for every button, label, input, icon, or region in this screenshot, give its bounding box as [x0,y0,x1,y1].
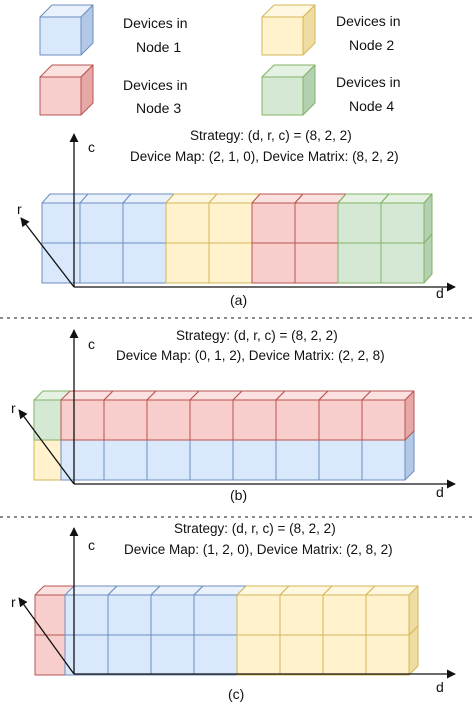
panel-a-r-axis [20,217,75,288]
panel-c-r-axis [18,597,75,675]
panel-a-caption: (a) [230,292,247,308]
device-cube [361,390,415,441]
legend-cube-node-4 [261,64,316,116]
device-cube [380,193,433,244]
panel-c-caption: (c) [228,686,244,702]
panel-c-r-label: r [11,594,16,610]
panel-c-cubes [34,585,419,676]
legend-cube [39,64,94,116]
panel-b-caption: (b) [230,487,247,503]
panel-a-cubes [41,193,433,284]
panel-c: Strategy: (d, r, c) = (8, 2, 2) Device M… [11,521,456,702]
legend-label-node-4-line1: Devices in [336,74,401,90]
legend-label-node-1-line2: Node 1 [136,39,181,55]
legend-cube-node-3 [39,64,94,116]
panel-a-c-label: c [88,139,95,155]
device-cube [251,193,304,244]
panel-c-device-map: Device Map: (1, 2, 0), Device Matrix: (2… [124,542,393,557]
legend-cube [261,4,316,56]
panel-a-d-label: d [436,285,444,301]
legend-label-node-3-line2: Node 3 [136,100,181,116]
panel-a: Strategy: (d, r, c) = (8, 2, 2) Device M… [17,128,456,308]
legend-label-node-1-line1: Devices in [123,15,188,31]
panel-b-c-label: c [88,336,95,352]
panel-b-r-axis [18,409,75,485]
legend-label-node-3-line1: Devices in [123,77,188,93]
panel-b-r-label: r [11,400,16,416]
panel-b-strategy: Strategy: (d, r, c) = (8, 2, 2) [176,328,338,343]
legend-label-node-2-line1: Devices in [336,13,401,29]
legend-cube [261,64,316,116]
panel-b-cubes [33,390,415,481]
panel-a-strategy: Strategy: (d, r, c) = (8, 2, 2) [190,128,352,143]
panel-c-strategy: Strategy: (d, r, c) = (8, 2, 2) [174,521,336,536]
panel-b-device-map: Device Map: (0, 1, 2), Device Matrix: (2… [116,348,385,363]
panel-c-d-label: d [436,679,444,695]
panel-a-device-map: Device Map: (2, 1, 0), Device Matrix: (8… [130,149,399,164]
legend: Devices in Node 1 Devices in Node 2 Devi… [39,4,401,116]
legend-cube [39,4,94,56]
panel-b-d-label: d [436,484,444,500]
panel-b: Strategy: (d, r, c) = (8, 2, 2) Device M… [11,328,456,503]
device-cube [365,585,419,636]
panel-a-r-label: r [17,201,22,217]
panel-c-c-label: c [88,537,95,553]
legend-label-node-4-line2: Node 4 [349,98,394,114]
legend-label-node-2-line2: Node 2 [349,37,394,53]
legend-cube-node-2 [261,4,316,56]
legend-cube-node-1 [39,4,94,56]
